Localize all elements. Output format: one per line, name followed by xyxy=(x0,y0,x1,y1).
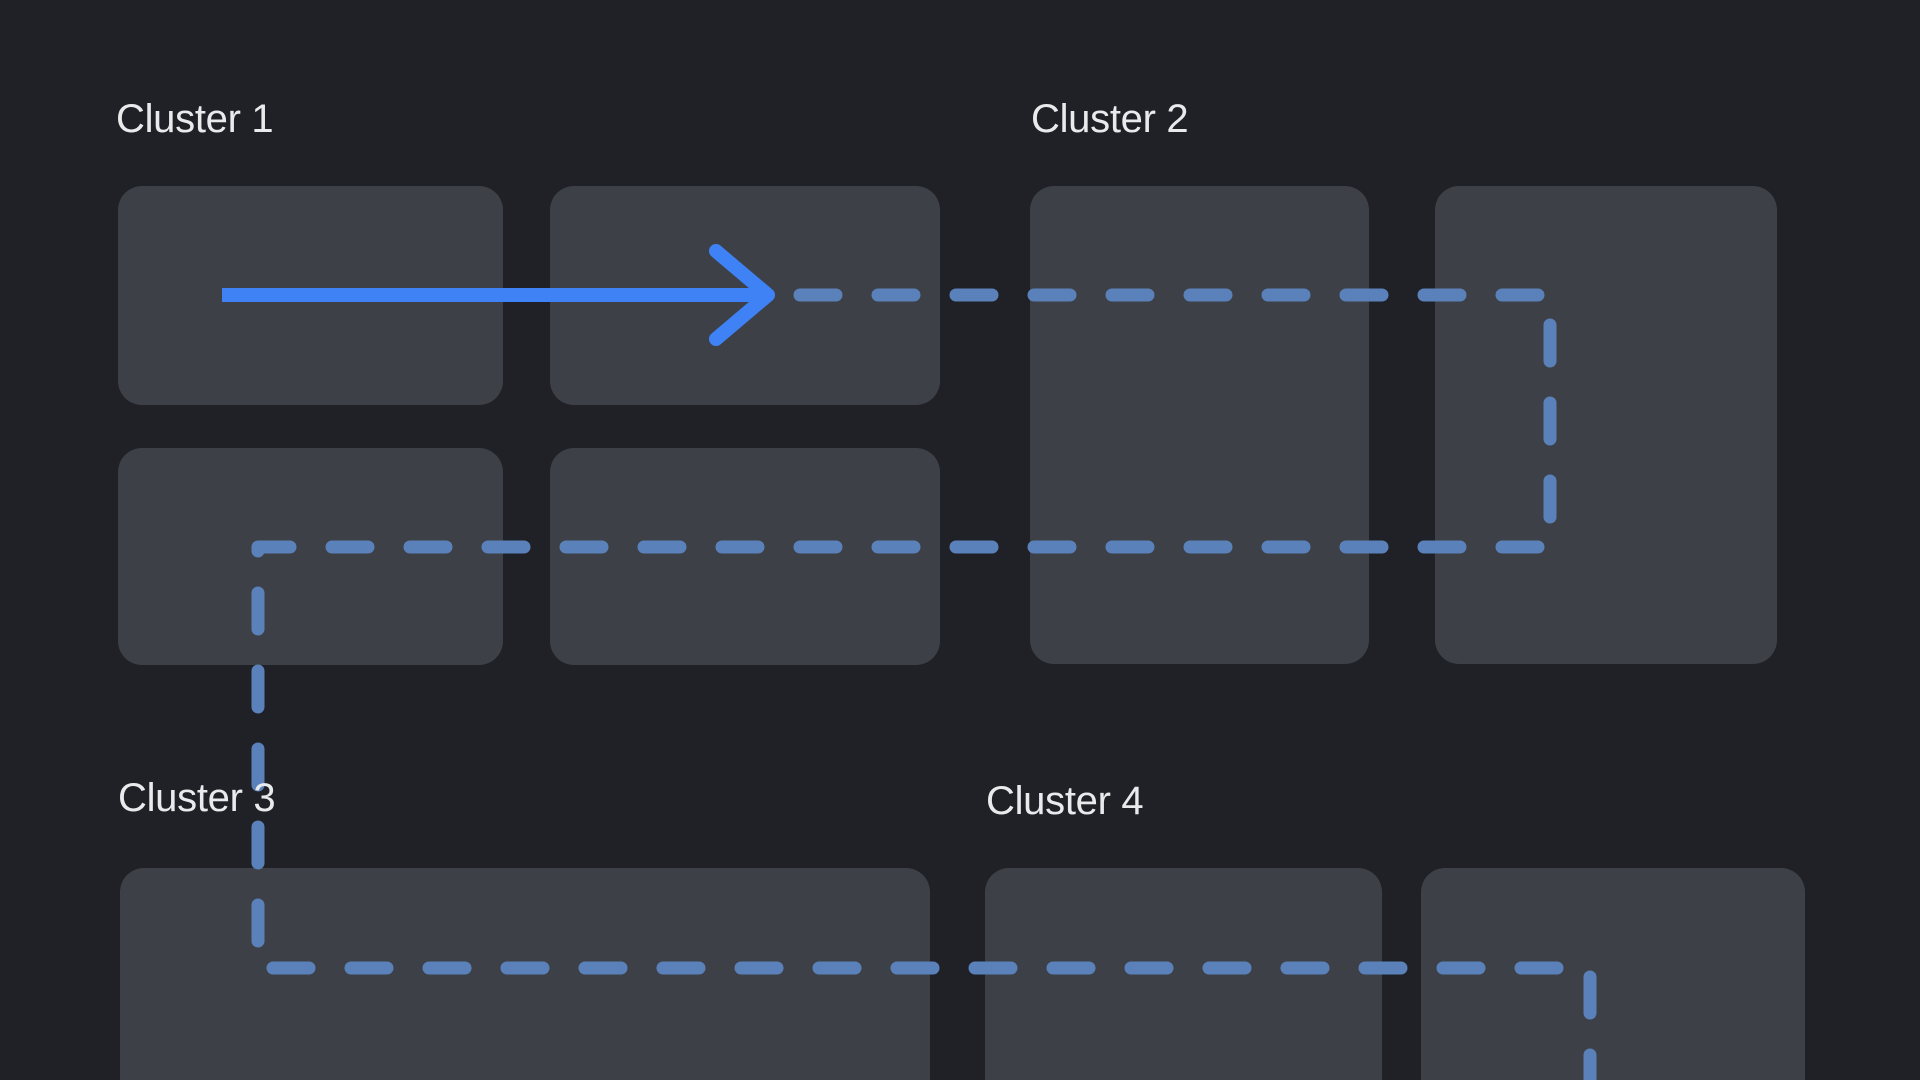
cluster1-node-3 xyxy=(118,448,503,665)
cluster3-node-1 xyxy=(120,868,930,1080)
cluster2-node-1 xyxy=(1030,186,1369,664)
cluster3-label: Cluster 3 xyxy=(118,776,276,820)
cluster1-node-2 xyxy=(550,186,940,405)
cluster4-label: Cluster 4 xyxy=(986,779,1144,823)
cluster2-label: Cluster 2 xyxy=(1031,97,1189,141)
cluster1-node-4 xyxy=(550,448,940,665)
cluster1-node-1 xyxy=(118,186,503,405)
cluster2-node-2 xyxy=(1435,186,1777,664)
cluster4-node-1 xyxy=(985,868,1382,1080)
cluster1-label: Cluster 1 xyxy=(116,97,274,141)
cluster4-node-2 xyxy=(1421,868,1805,1080)
